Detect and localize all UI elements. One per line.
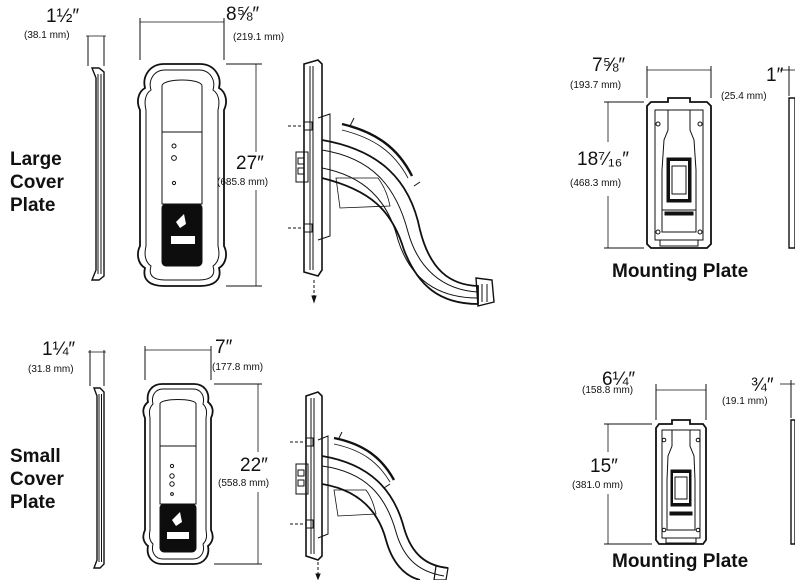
small-title-line-1: Small: [10, 446, 61, 467]
mount-large-front: [646, 97, 712, 249]
mount-small-title: Mounting Plate: [612, 551, 749, 572]
large-cover-front-view: [137, 63, 227, 287]
large-width-mm: (219.1 mm): [233, 32, 285, 43]
mount-large-depth-inches: 1″: [766, 65, 784, 86]
large-title-line-3: Plate: [10, 195, 56, 216]
small-width-mm: (177.8 mm): [212, 362, 264, 373]
mount-small-depth-inches: ¾″: [751, 375, 774, 396]
small-depth-mm: (31.8 mm): [28, 364, 74, 375]
large-height-inches: 27″: [236, 153, 264, 174]
large-height-mm: (685.8 mm): [217, 177, 269, 188]
small-title-line-2: Cover: [10, 469, 64, 490]
mount-small-height-inches: 15″: [590, 456, 618, 477]
mount-large-height-mm: (468.3 mm): [570, 178, 622, 189]
small-title-line-3: Plate: [10, 492, 56, 513]
small-height-mm: (558.8 mm): [218, 478, 270, 489]
large-title-line-2: Cover: [10, 172, 64, 193]
mount-large-side-edge: [788, 97, 795, 249]
large-side-assembly: [288, 59, 495, 307]
small-width-inches: 7″: [215, 337, 233, 358]
large-cover-side-profile: [90, 67, 105, 281]
mount-large-title: Mounting Plate: [612, 261, 749, 282]
mount-large-depth-mm: (25.4 mm): [721, 91, 767, 102]
large-width-inches: 8⅝″: [226, 4, 260, 25]
large-cover-title: Large Cover Plate: [10, 148, 64, 217]
small-side-assembly: [290, 391, 449, 580]
small-cover-side-profile: [92, 387, 105, 569]
mount-small-front: [655, 419, 707, 545]
mount-small-depth-mm: (19.1 mm): [722, 396, 768, 407]
mount-small-width-mm: (158.8 mm): [582, 385, 634, 396]
small-cover-title: Small Cover Plate: [10, 445, 64, 514]
mount-small-width-inches: 6¼″: [602, 369, 636, 390]
small-cover-front-view: [142, 383, 214, 565]
mount-large-width-mm: (193.7 mm): [570, 80, 622, 91]
mount-small-side-edge: [790, 419, 795, 545]
small-height-inches: 22″: [240, 455, 268, 476]
mount-large-width-inches: 7⅝″: [592, 55, 626, 76]
large-title-line-1: Large: [10, 149, 62, 170]
large-depth-mm: (38.1 mm): [24, 30, 70, 41]
large-depth-inches: 1½″: [46, 6, 80, 27]
mount-large-height-inches: 18⁷⁄₁₆″: [577, 149, 629, 170]
small-depth-inches: 1¼″: [42, 339, 76, 360]
mount-small-height-mm: (381.0 mm): [572, 480, 624, 491]
